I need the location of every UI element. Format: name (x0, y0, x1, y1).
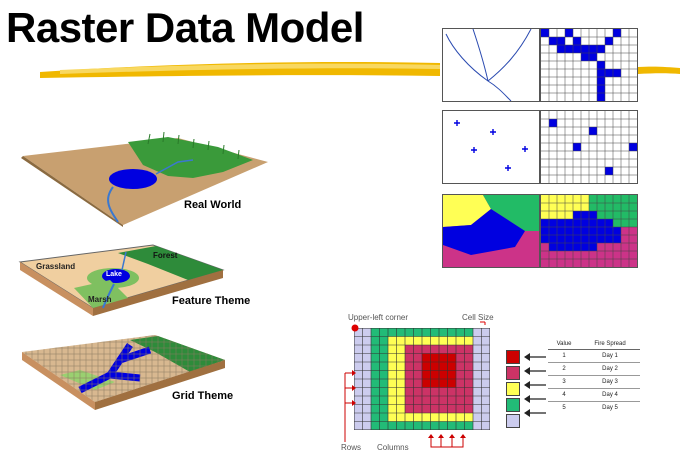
legend-swatch-4 (506, 398, 520, 412)
page-title: Raster Data Model (6, 4, 364, 51)
legend-day: Day 3 (580, 375, 640, 389)
grid-theme-label: Grid Theme (172, 390, 234, 402)
legend-header-value: Value (548, 338, 581, 350)
title-underline-swoosh (40, 62, 680, 78)
grassland-label: Grassland (36, 262, 76, 271)
rows-label: Rows (341, 443, 362, 452)
legend-swatch-3 (506, 382, 520, 396)
feature-theme-label: Feature Theme (172, 295, 251, 307)
raster-polygons-thumbnail (540, 194, 638, 268)
raster-points-thumbnail (540, 110, 638, 184)
vector-points-thumbnail (442, 110, 540, 184)
legend-arrows (524, 353, 546, 417)
legend-day: Day 4 (580, 388, 640, 402)
fire-spread-raster-grid (354, 328, 490, 430)
legend-value: 4 (548, 388, 581, 402)
legend-swatches (506, 350, 520, 430)
legend-day: Day 5 (602, 405, 618, 411)
legend-value: 1 (548, 349, 581, 363)
legend-swatch-1 (506, 350, 520, 364)
marsh-label: Marsh (88, 295, 112, 304)
vector-lines-thumbnail (442, 28, 540, 102)
legend-day: Day 1 (580, 349, 640, 363)
feature-theme-layer-image (18, 244, 225, 316)
lake-label: Lake (106, 271, 122, 278)
cell-size-label: Cell Size (462, 313, 494, 322)
grid-annotation-arrows (344, 321, 486, 448)
legend-swatch-2 (506, 366, 520, 380)
legend-header-fire-spread: Fire Spread (580, 338, 640, 350)
legend-row: 5 Day 5 (548, 402, 640, 415)
grid-theme-layer-image (22, 335, 225, 410)
legend-swatch-5 (506, 414, 520, 428)
real-world-layer-image (21, 132, 268, 227)
legend-value: 3 (548, 375, 581, 389)
columns-label: Columns (377, 443, 409, 452)
forest-label: Forest (153, 251, 178, 260)
upper-left-corner-label: Upper-left corner (348, 313, 409, 322)
legend-value: 2 (548, 362, 581, 376)
real-world-label: Real World (184, 199, 242, 211)
raster-lines-thumbnail (540, 28, 638, 102)
legend-header-row: Value Fire Spread (548, 338, 640, 350)
vector-polygons-thumbnail (442, 194, 540, 268)
legend-day: Day 2 (580, 362, 640, 376)
legend-value: 5 (562, 405, 566, 411)
